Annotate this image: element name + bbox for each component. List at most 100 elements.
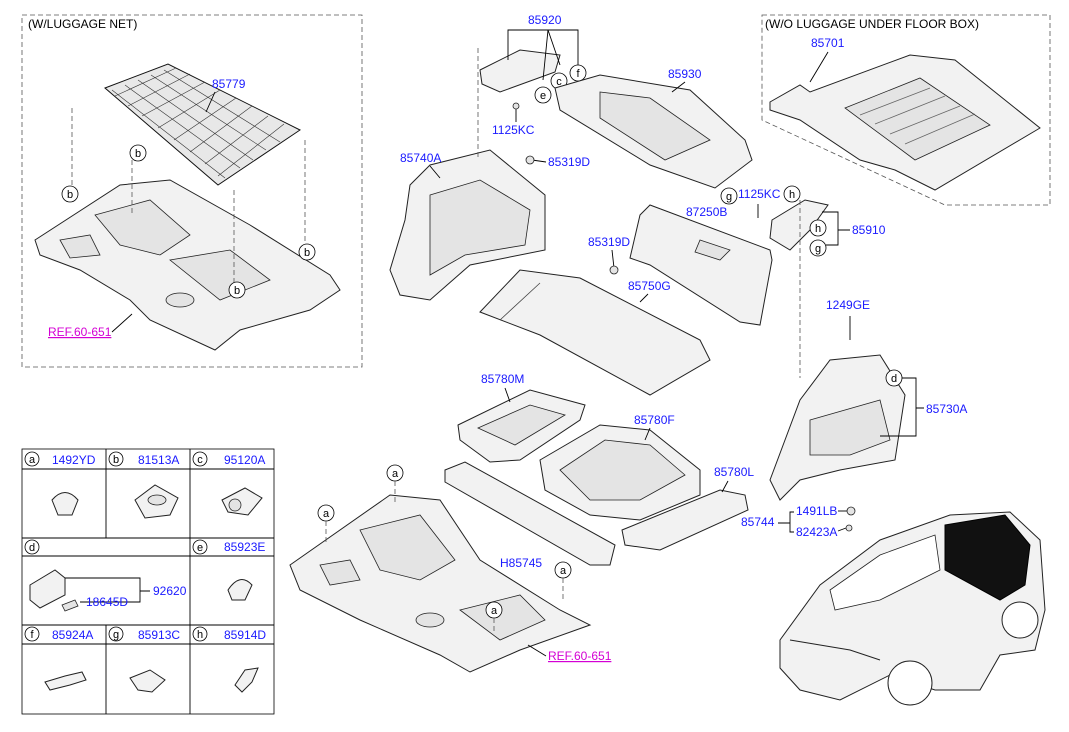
svg-text:a: a xyxy=(560,565,567,577)
callout-a-2: a xyxy=(317,504,335,522)
svg-text:e: e xyxy=(540,90,546,102)
legend-part-85924a: 85924A xyxy=(52,628,93,642)
luggage-net-part xyxy=(104,63,301,186)
part-1125kc-a: 1125KC xyxy=(492,123,535,137)
part-85910: 85910 xyxy=(852,223,886,237)
svg-text:f: f xyxy=(576,68,580,80)
luggage-net-box: (W/LUGGAGE NET) 85779 b b b b REF.60-651 xyxy=(21,14,363,368)
svg-text:b: b xyxy=(113,454,119,466)
wo-underfloor-box: (W/O LUGGAGE UNDER FLOOR BOX) 85701 xyxy=(761,14,1051,206)
svg-text:h: h xyxy=(815,223,821,235)
part-85319d-a: 85319D xyxy=(548,155,590,169)
legend-f: f 85924A xyxy=(24,626,93,691)
callout-b-4: b xyxy=(228,281,246,299)
callout-e-1: e xyxy=(534,86,552,104)
svg-text:c: c xyxy=(556,76,562,88)
part-85740a: 85740A xyxy=(400,151,441,165)
part-85780m: 85780M xyxy=(481,372,524,386)
svg-text:c: c xyxy=(197,454,203,466)
svg-text:a: a xyxy=(392,468,399,480)
svg-text:f: f xyxy=(30,629,34,641)
callout-b-1: b xyxy=(129,144,147,162)
part-85930: 85930 xyxy=(668,67,702,81)
legend-table: a 1492YD b 81513A c 95120A d 92620 18645… xyxy=(21,448,275,715)
callout-a-3: a xyxy=(554,561,572,579)
svg-text:g: g xyxy=(815,243,821,255)
car-illustration xyxy=(779,511,1046,706)
callout-a-1: a xyxy=(386,464,404,482)
svg-text:d: d xyxy=(29,542,35,554)
svg-text:b: b xyxy=(67,189,73,201)
legend-part-18645d: 18645D xyxy=(86,595,128,609)
part-85701: 85701 xyxy=(811,36,845,50)
callout-a-4: a xyxy=(485,601,503,619)
part-87250b: 87250B xyxy=(686,205,727,219)
callout-f-1: f xyxy=(569,64,587,82)
svg-text:e: e xyxy=(197,542,203,554)
shelf-85930 xyxy=(554,74,753,189)
bracket-85920 xyxy=(479,49,561,93)
part-85779: 85779 xyxy=(212,77,246,91)
part-85780l: 85780L xyxy=(714,465,754,479)
floor-board-85750g xyxy=(479,269,711,396)
legend-g: g 85913C xyxy=(108,626,180,693)
legend-a: a 1492YD xyxy=(24,451,96,516)
svg-text:b: b xyxy=(234,285,240,297)
legend-part-85913c: 85913C xyxy=(138,628,180,642)
floor-panel-top xyxy=(34,179,341,351)
callout-h-2: h xyxy=(809,219,827,237)
ref-link-top[interactable]: REF.60-651 xyxy=(48,325,112,339)
callout-g-1: g xyxy=(720,187,738,205)
callout-h-1: h xyxy=(783,185,801,203)
luggage-net-title: (W/LUGGAGE NET) xyxy=(28,17,137,31)
legend-part-95120a: 95120A xyxy=(224,453,265,467)
legend-part-81513a: 81513A xyxy=(138,453,179,467)
cover-h85745 xyxy=(444,461,616,566)
svg-text:d: d xyxy=(891,373,897,385)
part-h85745: H85745 xyxy=(500,556,542,570)
svg-text:h: h xyxy=(197,629,203,641)
legend-part-85914d: 85914D xyxy=(224,628,266,642)
part-1249ge: 1249GE xyxy=(826,298,870,312)
callout-c-1: c xyxy=(550,72,568,90)
part-85920: 85920 xyxy=(528,13,562,27)
legend-e: e 85923E xyxy=(192,539,265,601)
legend-c: c 95120A xyxy=(192,451,265,516)
legend-b: b 81513A xyxy=(108,451,179,519)
part-1491lb: 1491LB xyxy=(796,504,837,518)
svg-text:g: g xyxy=(726,191,732,203)
legend-d: d 92620 18645D xyxy=(24,539,187,612)
legend-part-1492yd: 1492YD xyxy=(52,453,96,467)
legend-h: h 85914D xyxy=(192,626,266,693)
svg-text:g: g xyxy=(113,629,119,641)
svg-text:a: a xyxy=(323,508,330,520)
trim-85740a xyxy=(389,149,546,301)
part-82423a: 82423A xyxy=(796,525,837,539)
svg-text:a: a xyxy=(29,454,36,466)
callout-b-2: b xyxy=(61,185,79,203)
callout-d-1: d xyxy=(885,369,903,387)
part-85319d-b: 85319D xyxy=(588,235,630,249)
callout-b-3: b xyxy=(298,243,316,261)
part-85750g: 85750G xyxy=(628,279,671,293)
part-85730a: 85730A xyxy=(926,402,967,416)
svg-text:a: a xyxy=(491,605,498,617)
svg-text:b: b xyxy=(135,148,141,160)
callout-g-2: g xyxy=(809,239,827,257)
floor-board-part xyxy=(769,54,1041,191)
legend-part-85923e: 85923E xyxy=(224,540,265,554)
part-85744: 85744 xyxy=(741,515,775,529)
part-1125kc-b: 1125KC xyxy=(738,187,781,201)
tray-85780m xyxy=(457,389,586,463)
ref-link-bottom[interactable]: REF.60-651 xyxy=(548,649,612,663)
wo-underfloor-title: (W/O LUGGAGE UNDER FLOOR BOX) xyxy=(765,17,979,31)
trim-85730a xyxy=(769,354,906,501)
tray-85780f xyxy=(539,424,701,521)
part-85780f: 85780F xyxy=(634,413,675,427)
svg-text:h: h xyxy=(789,189,795,201)
trim-87250b xyxy=(629,204,773,326)
tray-85780l xyxy=(621,489,749,551)
svg-text:b: b xyxy=(304,247,310,259)
